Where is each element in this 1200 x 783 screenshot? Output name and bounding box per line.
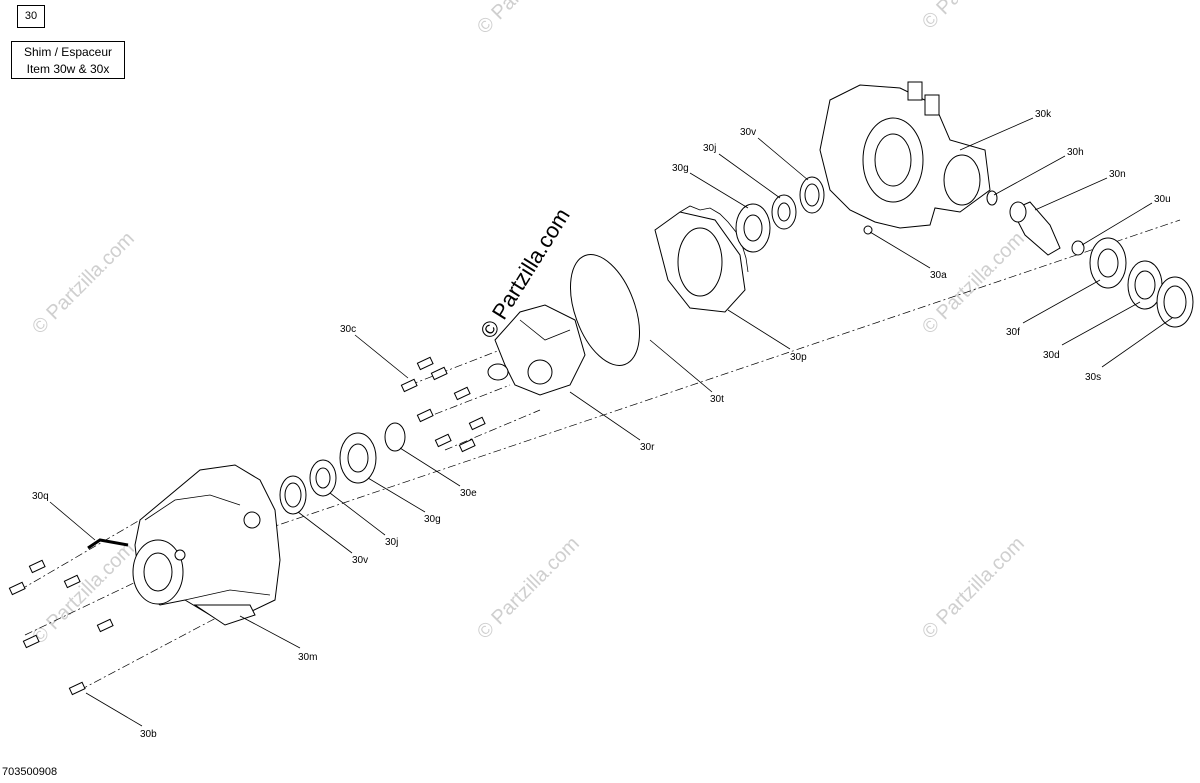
watermark: © Partzilla.com (473, 533, 584, 644)
callout-30g-top: 30g (672, 163, 689, 174)
watermark: © Partzilla.com (918, 228, 1029, 339)
watermark: © Partzilla.com (28, 228, 139, 339)
main-housing-30k (819, 81, 991, 235)
middle-screws (400, 356, 486, 453)
callout-30j-bottom: 30j (385, 537, 398, 548)
callout-30b: 30b (140, 729, 157, 740)
callout-30j-top: 30j (703, 143, 716, 154)
callout-30g-bottom: 30g (424, 514, 441, 525)
bearing-30f (1089, 237, 1127, 289)
reference-number-box: 30 (17, 5, 45, 28)
callout-30u: 30u (1154, 194, 1171, 205)
bearing-30g-bottom (339, 432, 377, 484)
callout-30h: 30h (1067, 147, 1084, 158)
ring-30e (384, 422, 406, 452)
ring-gear-30p (654, 205, 749, 313)
callout-30n: 30n (1109, 169, 1126, 180)
callout-30s: 30s (1085, 372, 1101, 383)
shim-note-line1: Shim / Espaceur (23, 45, 113, 59)
bearing-30j-top (771, 194, 797, 230)
callout-30e: 30e (460, 488, 477, 499)
callout-30r: 30r (640, 442, 655, 453)
seal-30v-bottom (279, 475, 307, 515)
watermark: © Partzilla.com (918, 533, 1029, 644)
pinion-assembly (986, 190, 1085, 256)
callout-30k: 30k (1035, 109, 1052, 120)
watermark: © Partzilla.com (28, 538, 139, 649)
watermark: © Partzilla.com (918, 0, 1029, 34)
assembly-axes (19, 219, 1181, 691)
o-ring-30t (570, 254, 640, 366)
callout-30v-bottom: 30v (352, 555, 368, 566)
seal-30s (1156, 276, 1194, 328)
left-housing-30m (132, 464, 281, 626)
shim-note-line2: Item 30w & 30x (26, 62, 110, 76)
callout-30t: 30t (710, 394, 724, 405)
callout-30m: 30m (298, 652, 317, 663)
callout-30f: 30f (1006, 327, 1020, 338)
differential-case-30r (487, 304, 586, 396)
callouts: 30k 30h 30n 30u 30a 30f 30d 30s 30v 30j … (32, 109, 1173, 740)
shim-note-box: Shim / Espaceur Item 30w & 30x (11, 41, 125, 79)
watermark: © Partzilla.com (473, 0, 584, 39)
bearing-30j-bottom (309, 459, 337, 497)
seal-30v-top (799, 176, 825, 214)
callout-30a: 30a (930, 270, 947, 281)
bearing-30g-top (735, 203, 771, 253)
diagram-code: 703500908 (2, 766, 58, 778)
callout-30c: 30c (340, 324, 356, 335)
callout-30d: 30d (1043, 350, 1060, 361)
callout-30q: 30q (32, 491, 49, 502)
left-screws (8, 559, 114, 696)
tube-30q (87, 538, 129, 550)
nut-30d (1127, 260, 1163, 310)
callout-30v-top: 30v (740, 127, 756, 138)
callout-30p: 30p (790, 352, 807, 363)
